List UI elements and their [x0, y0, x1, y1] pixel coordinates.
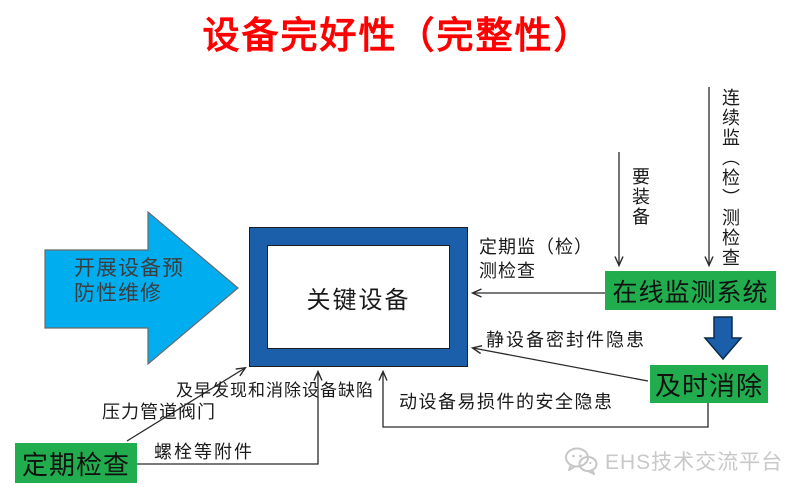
node-online-monitoring: 在线监测系统	[605, 271, 776, 310]
label-rotating-parts-hazard: 动设备易损件的安全隐患	[399, 392, 614, 412]
periodic-inspection-label: 定期检查	[21, 450, 130, 480]
label-bolts-accessories: 螺栓等附件	[154, 442, 254, 462]
watermark-text: EHS技术交流平台	[605, 451, 784, 474]
online-monitoring-label: 在线监测系统	[612, 279, 769, 307]
node-key-equipment: 关键设备	[249, 227, 468, 367]
connector-early-detect	[126, 366, 247, 442]
connector-bolts	[137, 369, 323, 465]
node-timely-elimination: 及时消除	[650, 365, 768, 403]
label-continuous-monitor-check: 连续监（检）测检查	[720, 88, 740, 268]
connector-rotating-hazard	[378, 369, 709, 428]
connector-static-seal	[470, 344, 649, 382]
label-pressure-pipe-valves: 压力管道阀门	[102, 402, 216, 422]
label-need-equip: 要装备	[630, 167, 650, 227]
block-arrow-down	[703, 316, 743, 361]
wechat-icon	[565, 447, 598, 475]
preventive-maintenance-label: 开展设备预 防性维修	[74, 256, 184, 305]
node-periodic-inspection: 定期检查	[15, 443, 137, 483]
label-early-detect-defects: 及早发现和消除设备缺陷	[176, 381, 374, 400]
timely-elimination-label: 及时消除	[654, 371, 763, 401]
key-equipment-label: 关键设备	[306, 287, 411, 314]
page-title: 设备完好性（完整性）	[202, 16, 593, 57]
label-static-seal-hazard: 静设备密封件隐患	[486, 330, 646, 350]
label-periodic-monitor-check: 定期监（检） 测检查	[479, 237, 593, 281]
preventive-maintenance-arrow	[44, 210, 239, 366]
watermark: EHS技术交流平台	[564, 446, 783, 476]
